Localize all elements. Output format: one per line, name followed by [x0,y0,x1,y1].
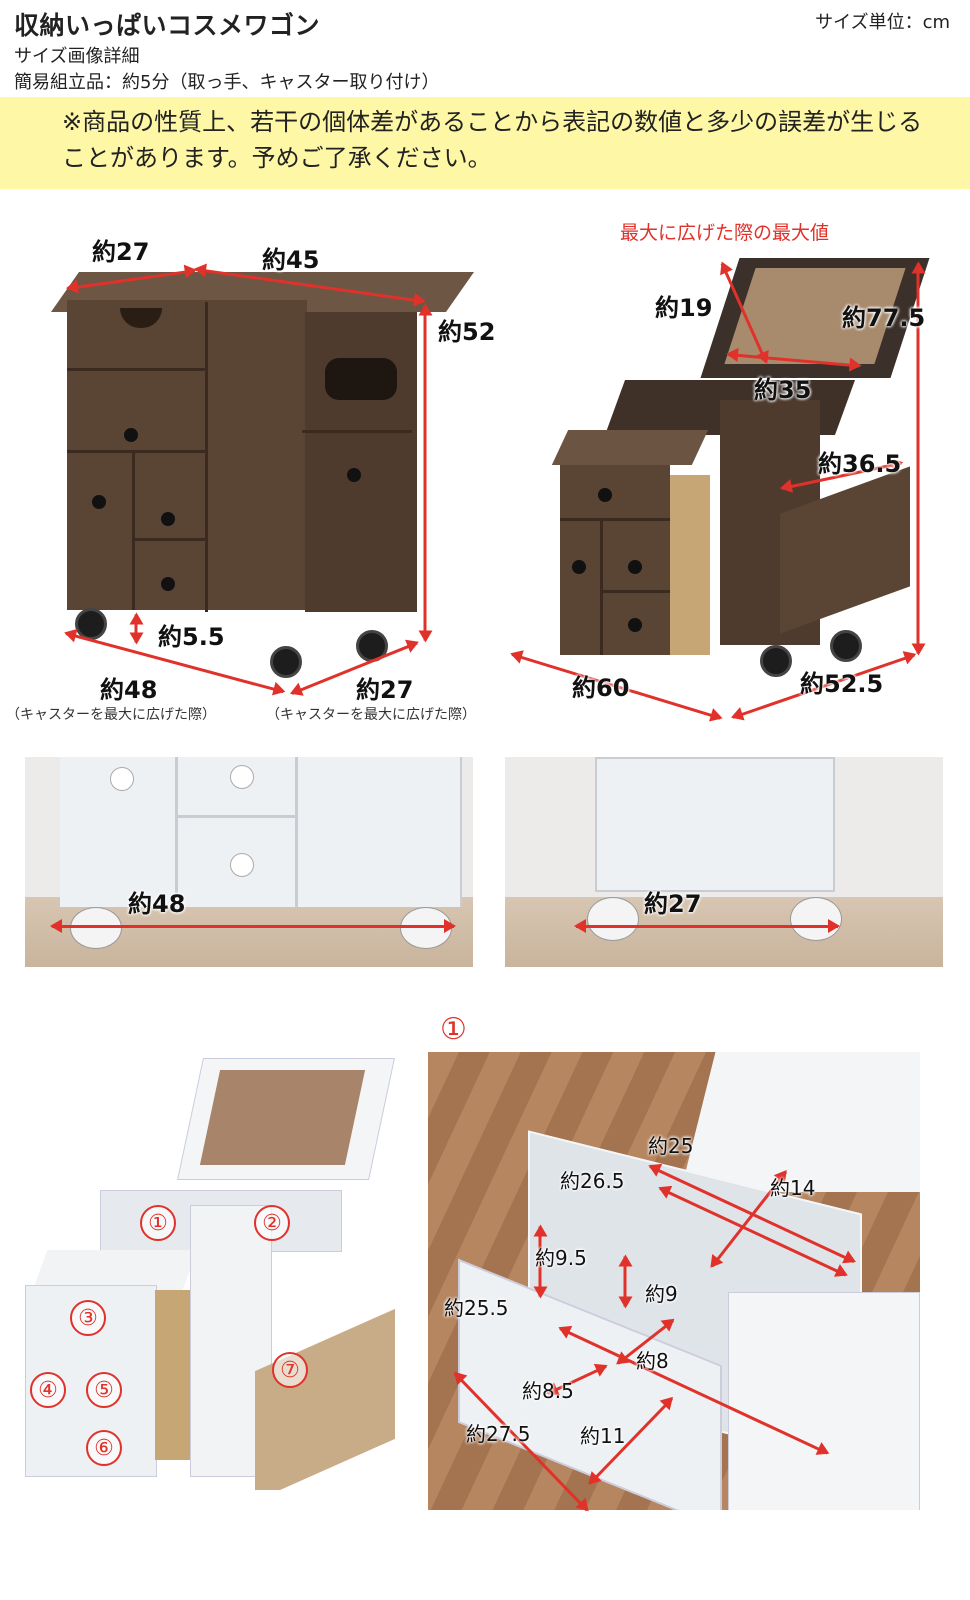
dim-detail-14: 約14 [770,1176,816,1200]
page-title: 収納いっぱいコスメワゴン [14,11,321,40]
open-caption: 最大に広げた際の最大値 [620,222,830,244]
dim-detail-9: 約9 [645,1282,678,1306]
dim-detail-8-5: 約8.5 [522,1379,574,1403]
assembly-info: 簡易組立品：約5分（取っ手、キャスター取り付け） [14,72,440,93]
notice-text: ※商品の性質上、若干の個体差があることから表記の数値と多少の誤差が生じることがあ… [62,108,923,172]
note-caster-left: （キャスターを最大に広げた際） [6,707,216,723]
label-3: ③ [70,1300,106,1336]
dim-open-width: 約60 [572,674,630,702]
dim-detail-9-5: 約9.5 [535,1246,587,1270]
dim-detail-26-5: 約26.5 [560,1169,625,1193]
dim-photo-depth: 約27 [644,890,702,918]
caster-icon [75,608,107,640]
label-1: ① [140,1205,176,1241]
dim-open-depth: 約52.5 [800,670,884,698]
caster-side-photo [505,757,943,967]
dim-height: 約52 [438,318,496,346]
dim-detail-11: 約11 [580,1424,626,1448]
unit-label: サイズ単位：cm [815,12,950,33]
open-wagon-photo [550,250,930,680]
label-6: ⑥ [86,1430,122,1466]
dim-side-width: 約36.5 [818,450,902,478]
dim-detail-25: 約25 [648,1134,694,1158]
dim-depth-caster: 約27 [356,676,414,704]
detail-photo [428,1052,920,1510]
label-7: ⑦ [272,1352,308,1388]
label-5: ⑤ [86,1372,122,1408]
dim-photo-width: 約48 [128,890,186,918]
note-caster-right: （キャスターを最大に広げた際） [266,707,476,723]
dim-width-caster: 約48 [100,676,158,704]
caster-front-photo [25,757,473,967]
dim-detail-27-5: 約27.5 [466,1422,531,1446]
detail-marker: ① [440,1012,467,1047]
notice-banner [0,97,970,189]
drawer-knob-icon [124,428,138,442]
white-wagon-photo [20,1050,420,1490]
dim-detail-8: 約8 [636,1349,669,1373]
label-2: ② [254,1205,290,1241]
dim-depth-top: 約27 [92,238,150,266]
page-subtitle: サイズ画像詳細 [14,46,140,67]
closed-wagon-photo [40,250,480,700]
dim-mirror-height: 約19 [655,294,713,322]
dim-caster-height: 約5.5 [158,623,225,651]
label-4: ④ [30,1372,66,1408]
dim-width-top: 約45 [262,246,320,274]
dim-mirror-width: 約35 [754,376,812,404]
dim-total-height: 約77.5 [842,304,926,332]
dim-detail-25-5: 約25.5 [444,1296,509,1320]
